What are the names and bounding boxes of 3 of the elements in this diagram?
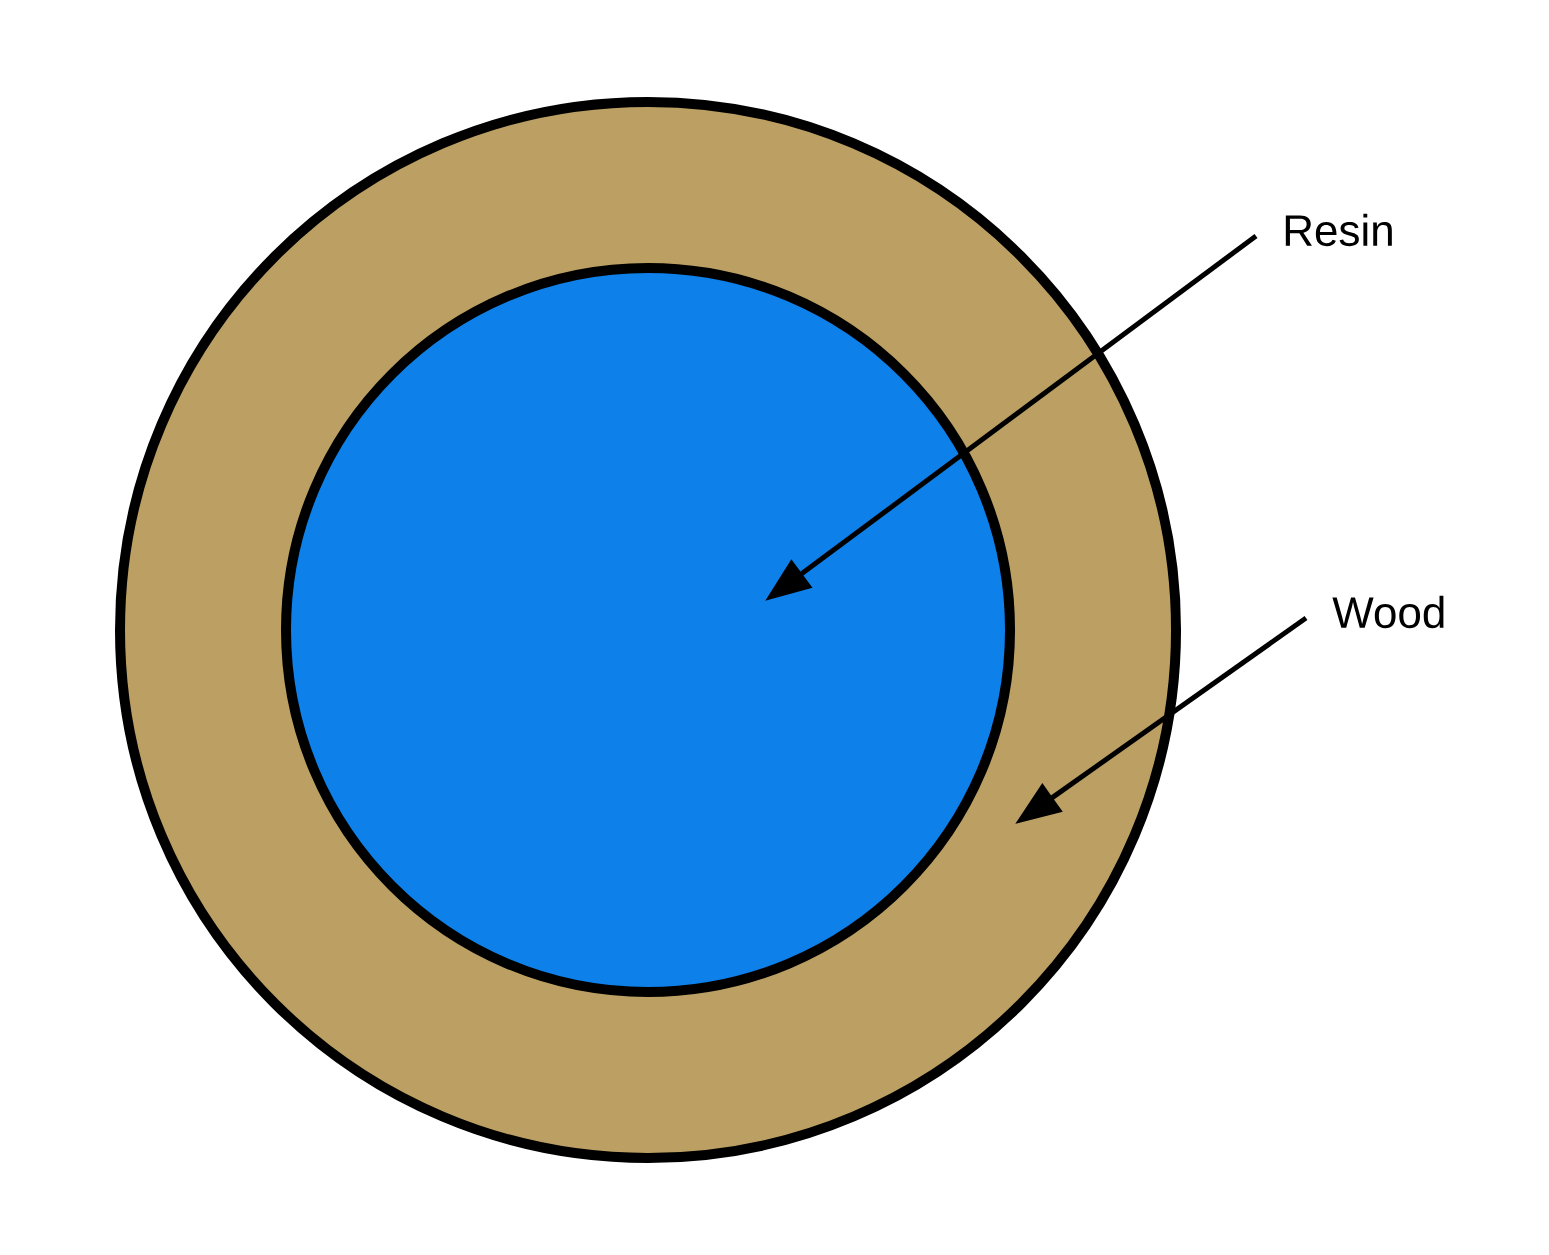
label-text: Wood [1332, 595, 1444, 629]
inner-circle [281, 263, 1015, 997]
label-text: Resin [1285, 213, 1392, 247]
